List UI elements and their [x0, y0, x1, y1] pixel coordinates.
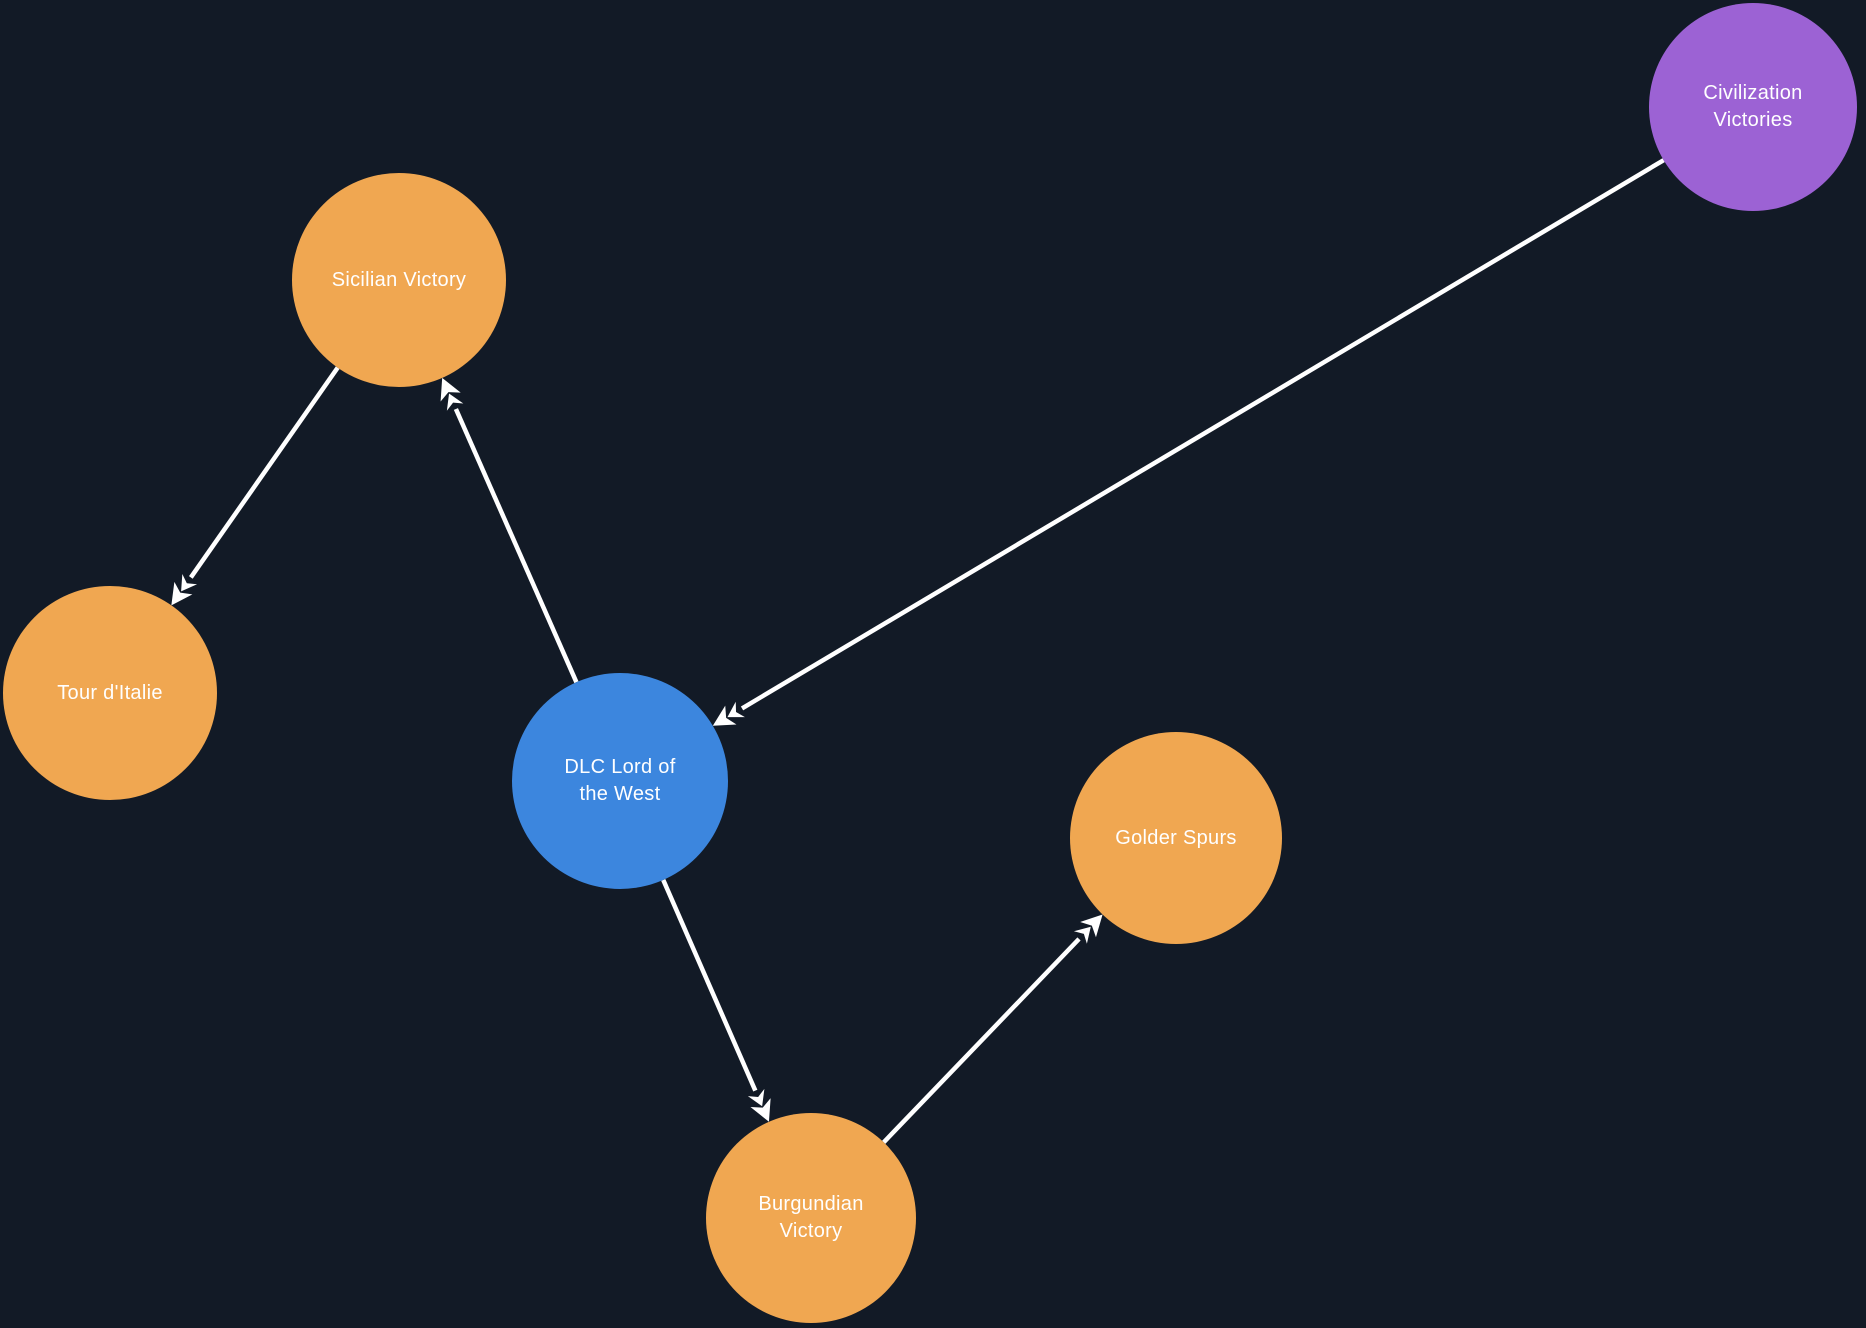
node-tour-d-italie[interactable]: Tour d'Italie [3, 586, 217, 800]
node-dlc-lord-of-the-west[interactable]: DLC Lord of the West [512, 673, 728, 889]
edge-civilization-victories-to-dlc-lord-of-the-west[interactable] [712, 158, 1665, 726]
edge-dlc-lord-of-the-west-to-sicilian-victory[interactable] [440, 377, 579, 684]
node-label-sicilian-victory: Sicilian Victory [331, 268, 467, 291]
edge-dlc-lord-of-the-west-to-burgundian-victory[interactable] [661, 879, 771, 1122]
node-civilization-victories[interactable]: Civilization Victories [1649, 3, 1857, 211]
node-label-burgundian-victory: Burgundian Victory [758, 1193, 864, 1242]
node-burgundian-victory[interactable]: Burgundian Victory [706, 1113, 916, 1323]
node-sicilian-victory[interactable]: Sicilian Victory [292, 173, 506, 387]
node-label-tour-d-italie: Tour d'Italie [57, 681, 163, 704]
node-label-golder-spurs: Golder Spurs [1115, 826, 1237, 849]
edge-sicilian-victory-to-tour-d-italie[interactable] [171, 366, 340, 606]
node-label-dlc-lord-of-the-west: DLC Lord of the West [564, 756, 676, 805]
edge-burgundian-victory-to-golder-spurs[interactable] [882, 914, 1103, 1144]
node-golder-spurs[interactable]: Golder Spurs [1070, 732, 1282, 944]
node-label-civilization-victories: Civilization Victories [1703, 82, 1803, 131]
edges-group [171, 158, 1665, 1144]
